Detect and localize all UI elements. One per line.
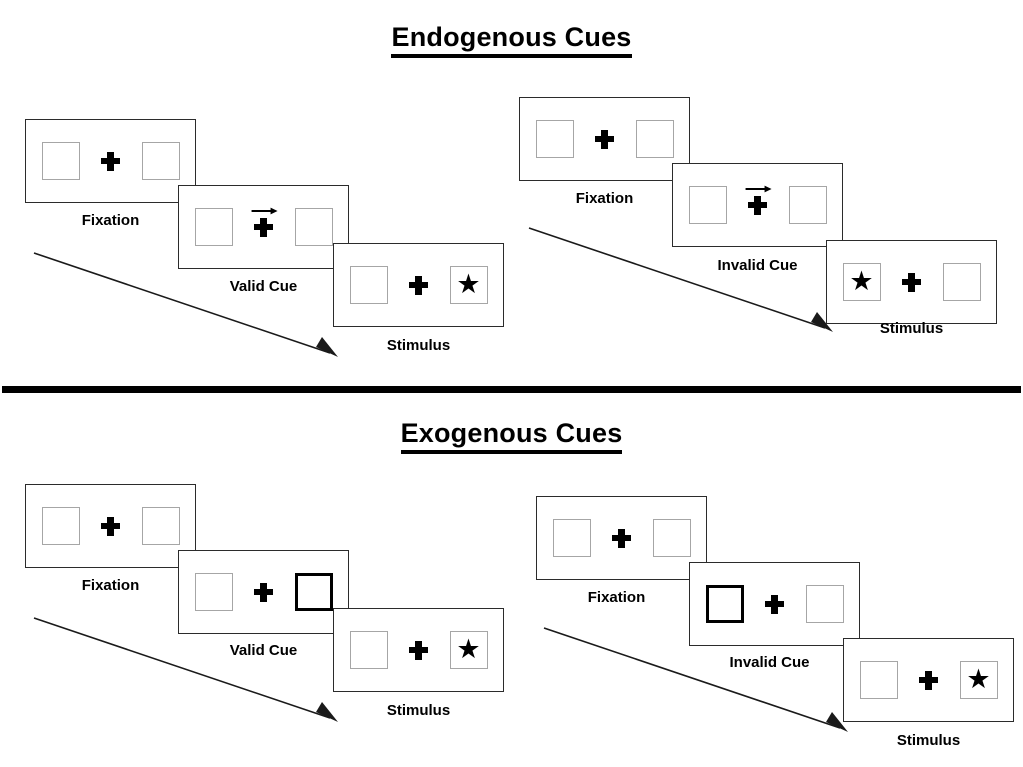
- right-placeholder-box: [788, 186, 827, 224]
- fixation-cross-area: [251, 207, 278, 247]
- frame-label-fixation: Fixation: [81, 212, 140, 229]
- trial-frame-valid-cue: [178, 185, 349, 269]
- trial-frame-fixation: [536, 496, 707, 580]
- fixation-cross-icon: [409, 275, 428, 295]
- frame-label-stimulus: Stimulus: [386, 337, 451, 354]
- fixation-cross-icon: [254, 217, 273, 237]
- frame-label-fixation: Fixation: [587, 589, 646, 606]
- fixation-cross-area: [609, 518, 635, 558]
- frame-label-stimulus: Stimulus: [896, 732, 961, 749]
- right-target-box: ★: [449, 631, 488, 669]
- right-placeholder-box: [652, 519, 691, 557]
- trial-frame-stimulus: ★: [843, 638, 1014, 722]
- right-placeholder-box: [635, 120, 674, 158]
- fixation-cross-area: [762, 584, 788, 624]
- star-target-icon: ★: [966, 664, 991, 694]
- star-target-icon: ★: [456, 269, 481, 299]
- section-divider: [2, 386, 1021, 393]
- fixation-cross-icon: [612, 528, 631, 548]
- right-placeholder-box: [942, 263, 981, 301]
- trial-frame-stimulus: ★: [826, 240, 997, 324]
- frame-label-invalid-cue: Invalid Cue: [717, 257, 798, 274]
- fixation-cross-area: [406, 630, 432, 670]
- trial-frame-stimulus: ★: [333, 608, 504, 692]
- left-cued-box: [705, 585, 744, 623]
- fixation-cross-area: [592, 119, 618, 159]
- fixation-cross-icon: [919, 670, 938, 690]
- exogenous-title: Exogenous Cues: [0, 418, 1023, 454]
- left-placeholder-box: [349, 266, 388, 304]
- right-target-box: ★: [449, 266, 488, 304]
- trial-frame-fixation: [25, 484, 196, 568]
- fixation-cross-icon: [101, 516, 120, 536]
- left-target-box: ★: [842, 263, 881, 301]
- fixation-cross-icon: [254, 582, 273, 602]
- exogenous-title-text: Exogenous Cues: [400, 418, 623, 454]
- left-placeholder-box: [194, 208, 233, 246]
- right-cued-box: [294, 573, 333, 611]
- fixation-cross-area: [98, 141, 124, 181]
- frame-label-stimulus: Stimulus: [386, 702, 451, 719]
- left-placeholder-box: [535, 120, 574, 158]
- frame-label-valid-cue: Valid Cue: [229, 278, 298, 295]
- left-placeholder-box: [688, 186, 727, 224]
- left-placeholder-box: [41, 142, 80, 180]
- endogenous-section: Endogenous Cues Fixation: [0, 22, 1023, 357]
- fixation-cross-area: [745, 185, 772, 225]
- fixation-cross-icon: [595, 129, 614, 149]
- left-placeholder-box: [194, 573, 233, 611]
- fixation-cross-area: [251, 572, 277, 612]
- trial-frame-fixation: [25, 119, 196, 203]
- fixation-cross-icon: [902, 272, 921, 292]
- frame-label-invalid-cue: Invalid Cue: [729, 654, 810, 671]
- fixation-cross-icon: [748, 195, 767, 215]
- fixation-cross-area: [916, 660, 942, 700]
- left-placeholder-box: [552, 519, 591, 557]
- endogenous-title: Endogenous Cues: [0, 22, 1023, 58]
- right-placeholder-box: [805, 585, 844, 623]
- arrow-right-cue-icon: [251, 207, 278, 215]
- fixation-cross-icon: [409, 640, 428, 660]
- right-placeholder-box: [141, 507, 180, 545]
- arrow-right-cue-icon: [745, 185, 772, 193]
- star-target-icon: ★: [456, 634, 481, 664]
- exogenous-section: Exogenous Cues Fixation Valid Cue: [0, 392, 1023, 767]
- fixation-cross-icon: [101, 151, 120, 171]
- left-placeholder-box: [349, 631, 388, 669]
- frame-label-fixation: Fixation: [575, 190, 634, 207]
- fixation-cross-area: [98, 506, 124, 546]
- frame-label-valid-cue: Valid Cue: [229, 642, 298, 659]
- right-placeholder-box: [294, 208, 333, 246]
- trial-frame-invalid-cue: [689, 562, 860, 646]
- fixation-cross-area: [406, 265, 432, 305]
- frame-label-fixation: Fixation: [81, 577, 140, 594]
- left-placeholder-box: [41, 507, 80, 545]
- trial-frame-valid-cue: [178, 550, 349, 634]
- star-target-icon: ★: [849, 266, 874, 296]
- right-placeholder-box: [141, 142, 180, 180]
- right-target-box: ★: [959, 661, 998, 699]
- trial-frame-stimulus: ★: [333, 243, 504, 327]
- trial-frame-fixation: [519, 97, 690, 181]
- endogenous-title-text: Endogenous Cues: [391, 22, 632, 58]
- fixation-cross-area: [899, 262, 925, 302]
- trial-frame-invalid-cue: [672, 163, 843, 247]
- left-placeholder-box: [859, 661, 898, 699]
- fixation-cross-icon: [765, 594, 784, 614]
- frame-label-stimulus: Stimulus: [879, 320, 944, 337]
